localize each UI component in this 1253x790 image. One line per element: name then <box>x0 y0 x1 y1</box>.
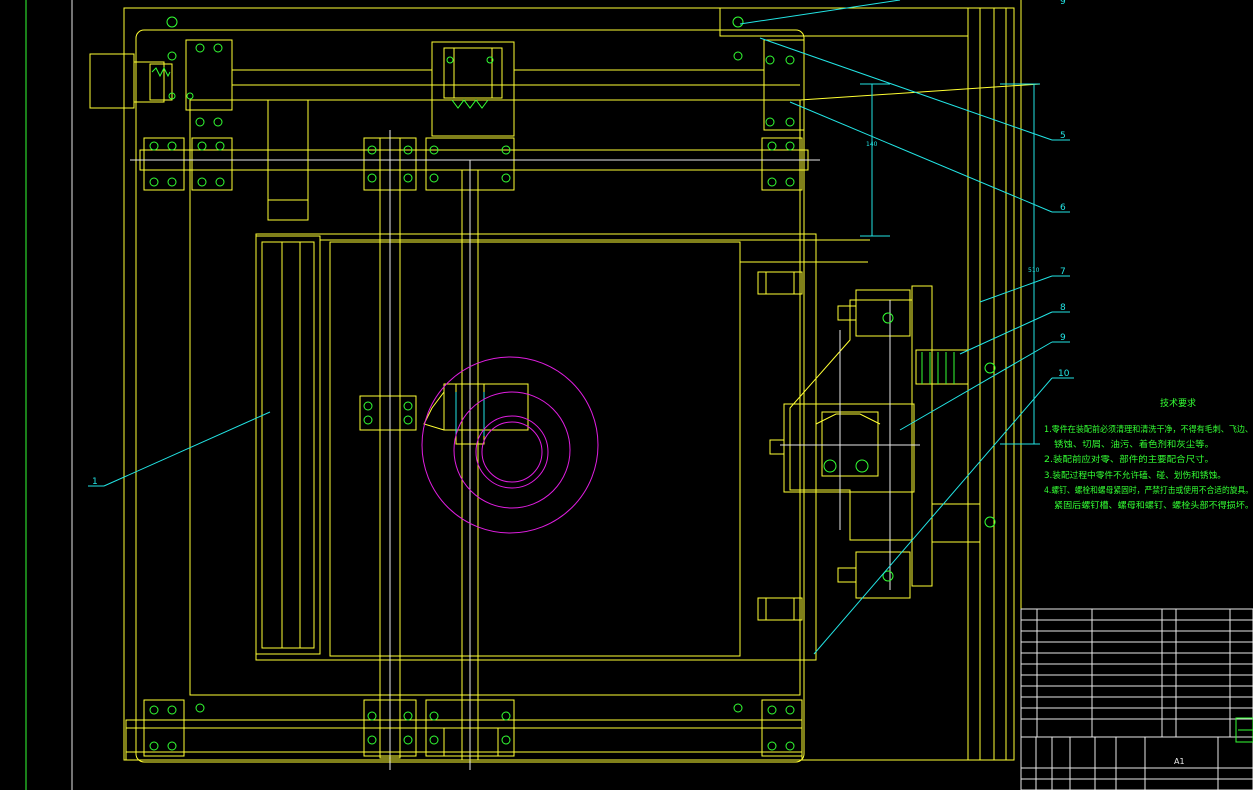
leader-lines: 1 5 6 7 8 9 10 9 <box>88 0 1074 655</box>
fastener-bolts <box>149 16 795 751</box>
callout-8: 8 <box>1060 303 1066 313</box>
tech-req-line-5: 4.螺钉、螺栓和螺母紧固时，严禁打击或使用不合适的旋具。 <box>1044 485 1253 496</box>
vertical-shafts <box>359 130 529 770</box>
callout-7: 7 <box>1060 267 1066 277</box>
base-frame <box>123 7 1015 763</box>
tech-req-heading: 技术要求 <box>1160 397 1196 409</box>
callout-6: 6 <box>1060 203 1066 213</box>
parts-list-table: A1 <box>1020 608 1253 790</box>
work-plate <box>255 233 870 661</box>
callout-top-partial: 9 <box>1060 0 1066 7</box>
left-cylinder <box>255 99 321 655</box>
top-rail-assembly <box>89 39 1041 137</box>
tech-req-line-3: 2.装配前应对零、部件的主要配合尺寸。 <box>1044 454 1214 465</box>
workpiece-contour <box>421 356 599 534</box>
dimensions: 140 510 <box>860 83 1040 445</box>
callout-1: 1 <box>92 477 98 487</box>
tech-req-line-4: 3.装配过程中零件不允许磕、碰、划伤和锈蚀。 <box>1044 470 1226 481</box>
drawing-frame <box>25 0 1022 790</box>
upper-shaft <box>130 137 820 191</box>
bottom-rail <box>125 699 803 761</box>
tech-req-line-6: 紧固后螺钉槽、螺母和螺钉、螺栓头部不得损坏。 <box>1054 500 1253 511</box>
title-block-scale: A1 <box>1174 757 1185 766</box>
dimension-510: 510 <box>1028 267 1040 274</box>
tech-req-line-1: 1.零件在装配前必须清理和清洗干净，不得有毛刺、飞边、 <box>1044 424 1253 435</box>
callout-9: 9 <box>1060 333 1066 343</box>
dimension-140: 140 <box>866 141 878 148</box>
tech-req-line-2: 锈蚀、切屑、油污、着色剂和灰尘等。 <box>1054 439 1214 450</box>
technical-requirements: 技术要求 1.零件在装配前必须清理和清洗干净，不得有毛刺、飞边、 锈蚀、切屑、油… <box>1044 397 1253 511</box>
callout-5: 5 <box>1060 131 1066 141</box>
callout-10: 10 <box>1058 369 1070 379</box>
right-clamp-mechanism <box>757 271 996 621</box>
